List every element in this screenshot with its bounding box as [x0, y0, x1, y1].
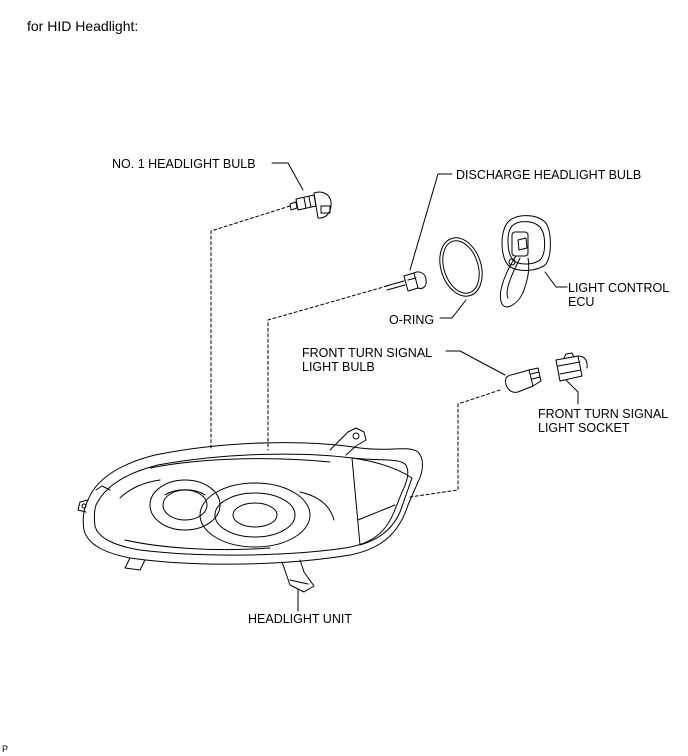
headlight-unit-icon: [77, 427, 423, 593]
leader-lines: [271, 162, 579, 612]
no1-headlight-bulb-icon: [289, 191, 332, 219]
figure-code: P: [2, 744, 9, 754]
label-o-ring: O-RING: [389, 313, 435, 327]
o-ring-icon: [439, 237, 483, 297]
label-turn-signal-socket-line2: LIGHT SOCKET: [538, 421, 630, 435]
front-turn-signal-socket-icon: [555, 352, 588, 382]
label-no1-headlight-bulb: NO. 1 HEADLIGHT BULB: [112, 157, 256, 171]
label-light-control-ecu-line1: LIGHT CONTROL: [568, 281, 670, 295]
label-light-control-ecu-line2: ECU: [568, 295, 595, 309]
front-turn-signal-bulb-icon: [505, 367, 542, 393]
label-headlight-unit: HEADLIGHT UNIT: [248, 612, 352, 626]
label-discharge-headlight-bulb: DISCHARGE HEADLIGHT BULB: [456, 168, 642, 182]
label-turn-signal-socket-line1: FRONT TURN SIGNAL: [538, 407, 669, 421]
label-turn-signal-bulb-line1: FRONT TURN SIGNAL: [302, 346, 433, 360]
discharge-headlight-bulb-icon: [385, 271, 427, 292]
assembly-lines: [210, 205, 501, 498]
diagram-title: for HID Headlight:: [27, 18, 139, 34]
light-control-ecu-icon: [500, 215, 551, 308]
label-turn-signal-bulb-line2: LIGHT BULB: [302, 360, 375, 374]
